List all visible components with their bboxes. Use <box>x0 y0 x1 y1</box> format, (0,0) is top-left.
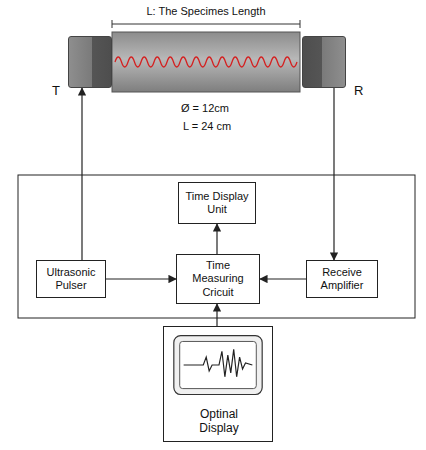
transmitter-transducer: T <box>68 36 112 88</box>
signal-wire <box>216 304 217 326</box>
signal-wire <box>260 278 306 279</box>
node-text: Ultrasonic Pulser <box>41 266 101 292</box>
node-text: Time Display Unit <box>183 190 251 216</box>
receiver-transducer: R <box>302 36 346 88</box>
instrument-housing <box>18 175 415 318</box>
signal-wire <box>216 224 217 254</box>
scope-screen <box>164 331 272 401</box>
signal-wire <box>333 88 334 260</box>
amplifier-box: Receive Amplifier <box>306 260 378 298</box>
ultrasonic-wave <box>115 57 297 67</box>
node-text: Optinal Display <box>184 403 254 439</box>
node-text: Receive Amplifier <box>311 266 373 292</box>
pulser-box: Ultrasonic Pulser <box>36 260 106 298</box>
dimension-label: L = 24 cm <box>183 120 231 133</box>
node-text: T <box>52 83 60 99</box>
node-text: R <box>354 83 363 99</box>
measuring-circuit-box: Time Measuring Cricuit <box>176 254 260 304</box>
oscilloscope-display: Optinal Display <box>163 326 273 442</box>
signal-wire <box>81 88 82 260</box>
specimen-cylinder <box>112 32 300 92</box>
dimension-bracket <box>112 20 300 28</box>
signal-wire <box>106 278 176 279</box>
node-text: Time Measuring Cricuit <box>181 259 255 299</box>
display-unit-box: Time Display Unit <box>178 182 256 224</box>
dimension-label: L: The Specimes Length <box>146 5 265 18</box>
dimension-label: Ø = 12cm <box>181 102 229 115</box>
